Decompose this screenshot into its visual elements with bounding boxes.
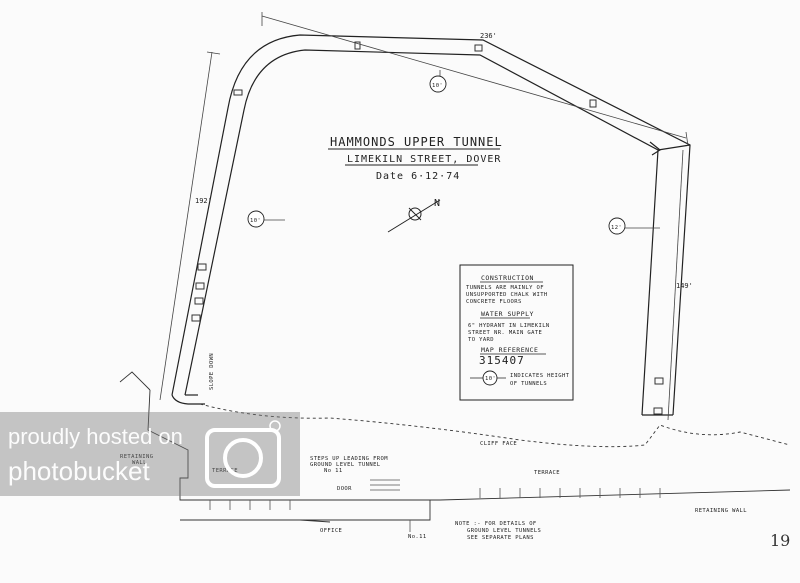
date-label: Date 6·12·74 [376,171,460,182]
terrace-right: TERRACE [534,470,560,476]
height-circle-left [247,210,265,228]
retaining-wall-left-line-2: WALL [132,460,147,466]
steps-line-1: STEPS UP LEADING FROM [310,456,388,462]
legend-symbol-line-1: INDICATES HEIGHT [510,373,570,379]
cliff-face-label: CLIFF FACE [480,441,517,447]
height-markers [247,75,626,235]
terrace-ticks [209,479,661,532]
watermark-line-1: proudly hosted on [8,424,183,449]
steps-line-2: GROUND LEVEL TUNNEL [310,462,381,468]
page-title: HAMMONDS UPPER TUNNEL [330,135,503,149]
dimension-lines [159,12,689,421]
steps-line-3: No 11 [324,468,343,474]
height-circle-top [429,75,447,93]
height-label-left: 10' [250,218,261,224]
legend-box [459,264,574,401]
legend-construction-line-1: TUNNELS ARE MAINLY OF [466,285,544,291]
dimension-top: 236' [480,32,497,40]
note-line-2: GROUND LEVEL TUNNELS [467,528,541,534]
note-line-3: SEE SEPARATE PLANS [467,535,534,541]
north-arrow [387,199,441,233]
camera-logo-icon [205,420,281,488]
legend-water-heading: WATER SUPPLY [481,310,534,318]
legend-construction-line-2: UNSUPPORTED CHALK WITH [466,292,548,298]
no11-label: No.11 [408,534,427,540]
dimension-left: 192' [195,197,212,205]
height-circle-right [608,217,626,235]
page-number: 19 [770,531,790,550]
note-line-1: NOTE :- FOR DETAILS OF [455,521,537,527]
watermark-line-2: photobucket [8,456,150,486]
slope-down-label: SLOPE DOWN [209,353,215,390]
north-letter: N [434,198,441,209]
watermark-overlay: proudly hosted on photobucket [0,412,300,496]
legend-mapref-heading: MAP REFERENCE [481,346,538,354]
legend-construction-line-3: CONCRETE FLOORS [466,299,522,305]
terrace-left: TERRACE [212,468,238,474]
legend-water-line-3: TO YARD [468,337,494,343]
tunnel-markers [191,41,664,415]
cliff-face-line [119,371,791,523]
legend-water-line-1: 6" HYDRANT IN LIMEKILN [468,323,550,329]
office-label: OFFICE [320,528,342,534]
door-label: DOOR [337,486,352,492]
legend-water-line-2: STREET NR. MAIN GATE [468,330,542,336]
subtitle: LIMEKILN STREET, DOVER [347,154,501,165]
legend-symbol-value: 10' [485,376,496,382]
retaining-wall-left-line-1: RETAINING [120,454,153,460]
height-label-top: 10' [432,83,443,89]
legend-mapref-value: 315407 [479,354,525,367]
retaining-wall-right: RETAINING WALL [695,508,747,514]
dimension-right: 149' [676,282,693,290]
legend-symbol-line-2: OF TUNNELS [510,381,547,387]
height-label-right: 12' [611,225,622,231]
legend-construction-heading: CONSTRUCTION [481,274,534,282]
